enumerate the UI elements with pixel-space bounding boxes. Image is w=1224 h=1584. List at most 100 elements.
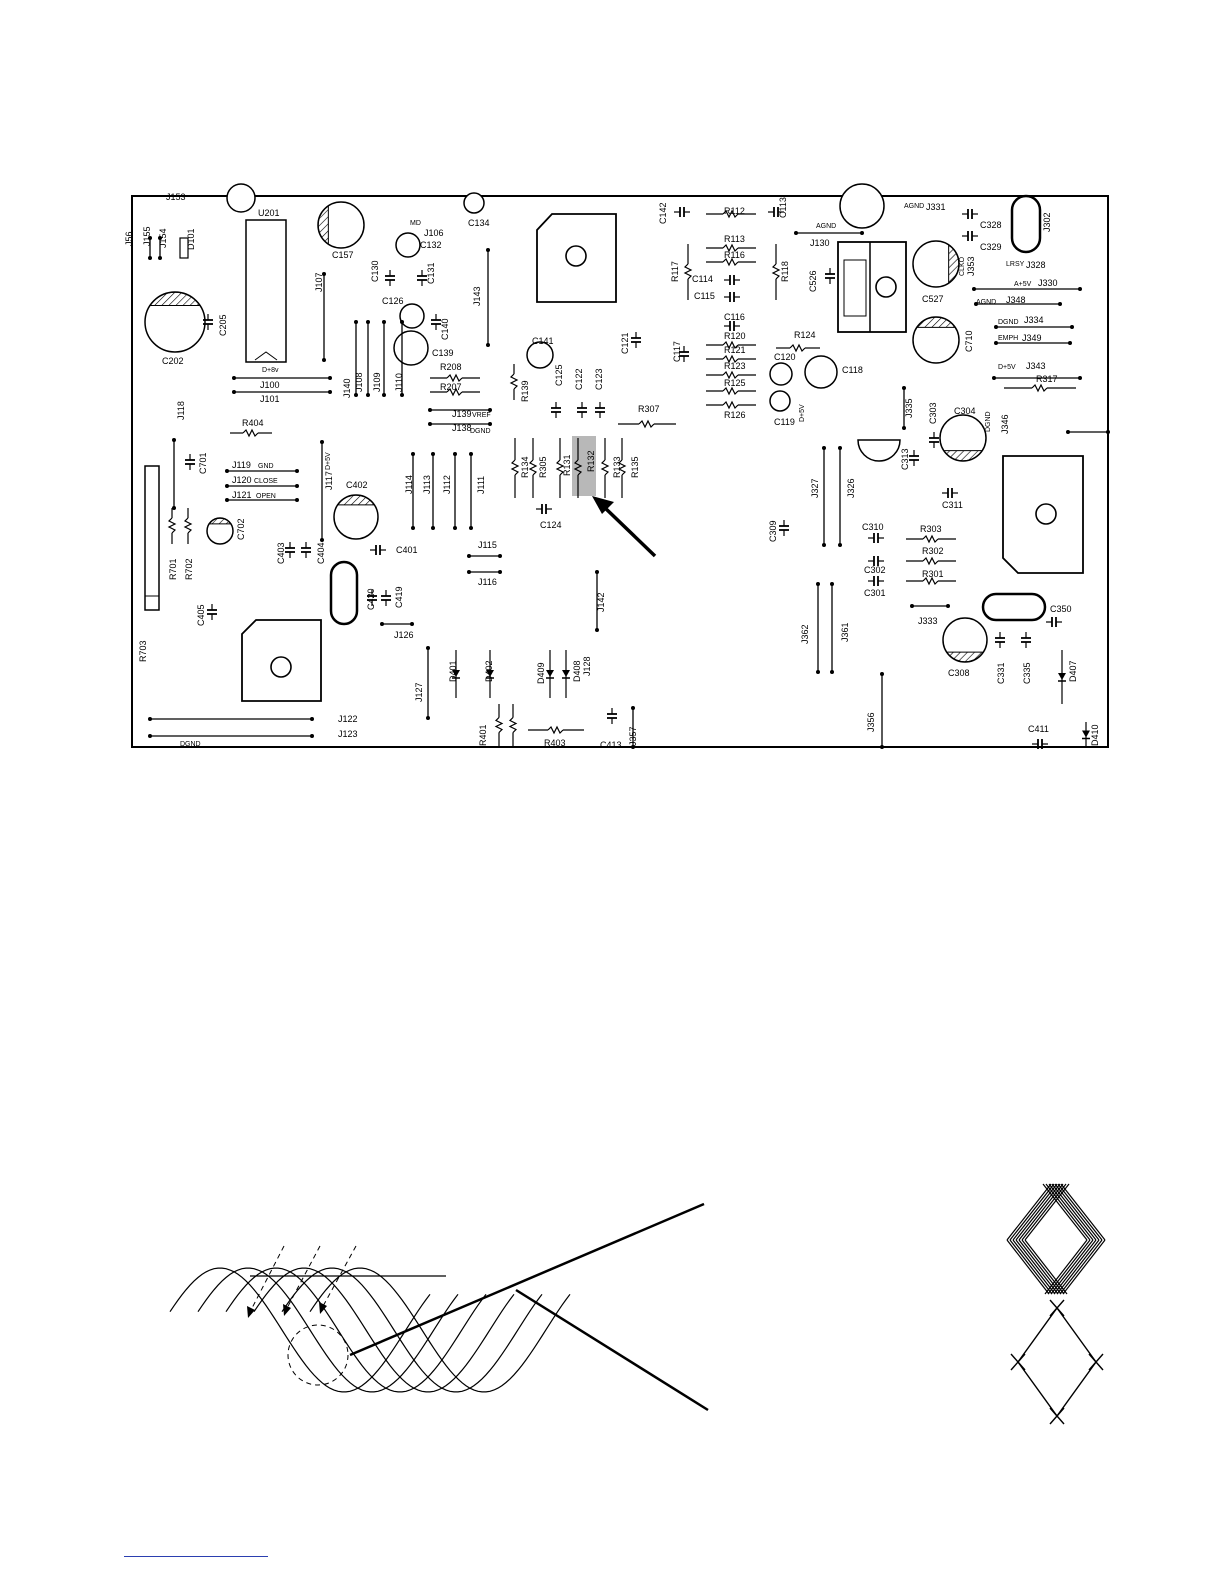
capacitor <box>724 275 740 285</box>
component-label: J123 <box>338 729 358 739</box>
electrolytic-capacitor <box>317 201 365 249</box>
jumper <box>631 706 635 749</box>
resistor <box>528 725 584 735</box>
component-label: C120 <box>774 352 796 362</box>
jumper <box>467 570 502 574</box>
jumper <box>794 231 864 235</box>
component-label: R208 <box>440 362 462 372</box>
diode <box>1082 722 1090 747</box>
hatch-line <box>1056 1239 1100 1295</box>
capacitor <box>595 402 605 418</box>
component-label: J331 <box>926 202 946 212</box>
sine-wave <box>169 1267 431 1393</box>
component-label: R134 <box>520 456 530 478</box>
jumper <box>816 582 820 674</box>
electrolytic-capacitor <box>399 303 425 329</box>
electrolytic-capacitor <box>769 390 791 412</box>
component-label: R305 <box>538 456 548 478</box>
component-label: C701 <box>198 452 208 474</box>
component-label: C403 <box>276 542 286 564</box>
arrow-heads <box>247 1302 327 1318</box>
component-label: J357 <box>628 726 638 746</box>
component-label: D+5V <box>998 364 1016 371</box>
hatch-line <box>1057 1183 1103 1241</box>
capacitor <box>724 292 740 302</box>
jumper <box>148 717 314 721</box>
component-label: J116 <box>478 577 497 587</box>
jumper <box>974 302 1062 306</box>
component-label: J122 <box>338 714 358 724</box>
resistor <box>528 438 538 498</box>
resistor <box>906 534 956 544</box>
hatch-line <box>1012 1239 1056 1295</box>
jumper <box>830 582 834 674</box>
hatch-line <box>1048 1183 1094 1241</box>
component-label: C121 <box>620 332 630 354</box>
component-label: C115 <box>694 291 715 301</box>
component-label: J118 <box>176 401 186 420</box>
sine-wave <box>225 1267 487 1393</box>
component-label: J107 <box>314 272 324 292</box>
diode <box>486 650 494 698</box>
sine-wave <box>197 1267 459 1393</box>
footer-link-line <box>124 1556 268 1557</box>
hatch-line <box>1006 1239 1050 1295</box>
jumper <box>380 622 414 626</box>
capacitor <box>536 504 552 514</box>
component-label: J139 <box>452 409 472 419</box>
hatch-line <box>1009 1239 1053 1295</box>
jumper <box>431 452 435 530</box>
component-label: J112 <box>442 475 452 494</box>
component-label: R703 <box>138 640 148 662</box>
wave-illustration <box>169 1183 1106 1425</box>
component-label: C308 <box>948 668 970 678</box>
component-label: DGND <box>470 428 491 435</box>
component-label: D408 <box>572 660 582 682</box>
capacitor <box>1021 632 1031 648</box>
diamond-bottom <box>1010 1299 1104 1425</box>
capacitor <box>370 545 386 555</box>
jumper <box>322 272 326 362</box>
component-label: D+5V <box>799 404 806 422</box>
component-label: D402 <box>484 660 494 682</box>
highlight-r132 <box>572 436 596 496</box>
component-label: R404 <box>242 418 264 428</box>
component-label: C202 <box>162 356 184 366</box>
component-label: GND <box>258 463 274 470</box>
resistor <box>600 438 610 498</box>
capacitor <box>1032 739 1048 749</box>
capacitor <box>962 209 978 219</box>
jumper <box>880 672 884 749</box>
resistor <box>509 364 519 400</box>
component-label: J335 <box>904 398 914 418</box>
diode <box>546 650 554 698</box>
jumper <box>902 386 906 430</box>
jumper <box>467 554 502 558</box>
component-label: R112 <box>724 206 745 216</box>
jumper <box>1066 430 1110 434</box>
component-label: C157 <box>332 250 354 260</box>
hatch-line <box>1051 1183 1097 1241</box>
resistor <box>906 556 956 566</box>
component-label: A+5V <box>1014 281 1032 288</box>
component-label: R135 <box>630 456 640 478</box>
component-label: CLOSE <box>254 478 278 485</box>
capacitor <box>779 520 789 536</box>
pcb-traces <box>148 207 1110 749</box>
component-label: J327 <box>810 478 820 498</box>
jumper <box>320 440 324 542</box>
component-label: J142 <box>596 592 606 612</box>
electrolytic-capacitor <box>839 183 885 229</box>
component-label: C313 <box>900 448 910 470</box>
component-label: J353 <box>966 256 976 276</box>
electrolytic-capacitor <box>804 355 838 389</box>
component-label: DGND <box>180 741 201 748</box>
jumper <box>469 452 473 530</box>
jumper <box>158 236 162 260</box>
component-label: OPEN <box>256 493 276 500</box>
capacitor <box>1046 617 1062 627</box>
electrolytic-capacitor <box>395 232 421 258</box>
component-label: C335 <box>1022 662 1032 684</box>
jumper <box>486 248 490 347</box>
dashed-arrows <box>249 1245 357 1313</box>
